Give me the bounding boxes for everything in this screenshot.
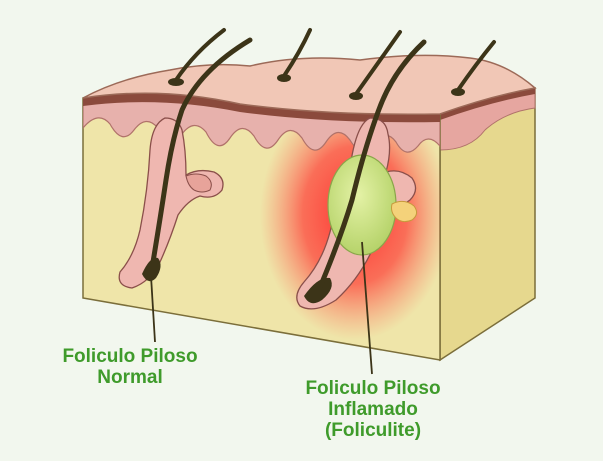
label-normal-follicle: Foliculo Piloso Normal xyxy=(40,346,220,388)
label-normal-line1: Foliculo Piloso xyxy=(40,346,220,367)
surface-root-1 xyxy=(168,78,184,86)
label-inflamed-line3: (Foliculite) xyxy=(258,420,488,441)
label-inflamed-line1: Foliculo Piloso xyxy=(258,378,488,399)
label-inflamed-follicle: Foliculo Piloso Inflamado (Foliculite) xyxy=(258,378,488,441)
surface-root-2 xyxy=(277,74,291,82)
surface-root-3 xyxy=(349,92,363,100)
surface-root-4 xyxy=(451,88,465,96)
label-normal-line2: Normal xyxy=(40,367,220,388)
label-inflamed-line2: Inflamado xyxy=(258,399,488,420)
